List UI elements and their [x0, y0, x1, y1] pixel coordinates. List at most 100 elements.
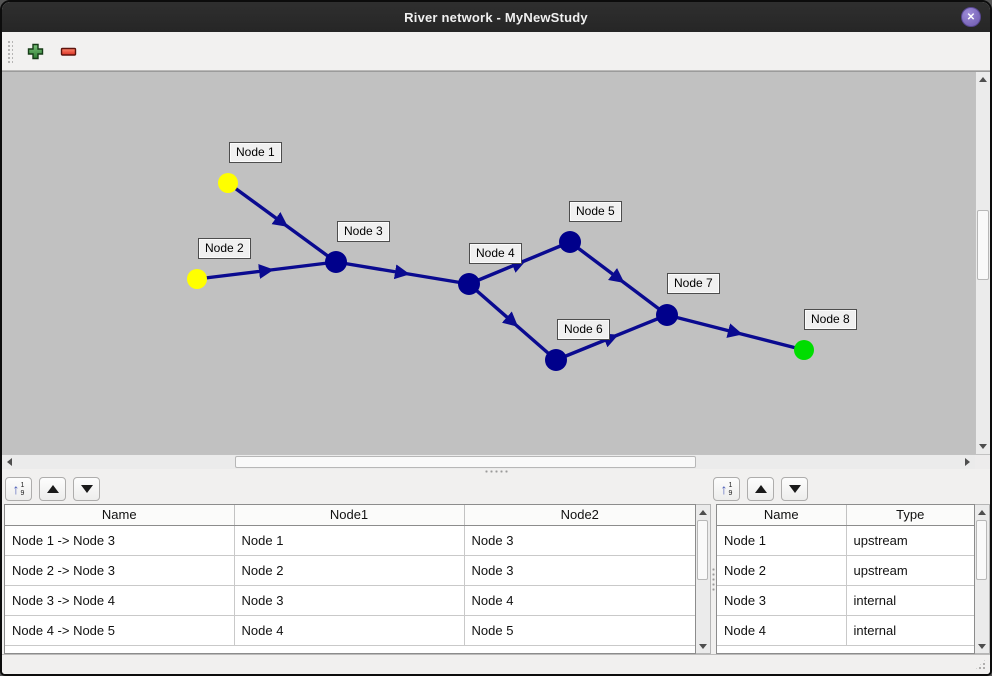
table-cell: internal: [846, 615, 974, 646]
main-toolbar: [2, 32, 990, 71]
table-cell: upstream: [846, 525, 974, 556]
column-header[interactable]: Node1: [234, 505, 465, 526]
window-title: River network - MyNewStudy: [404, 9, 588, 25]
node-label[interactable]: Node 4: [469, 243, 522, 264]
move-link-down-button[interactable]: [73, 477, 100, 501]
column-header[interactable]: Node2: [464, 505, 695, 526]
scroll-down-button[interactable]: [696, 640, 709, 652]
close-button[interactable]: ✕: [961, 7, 981, 27]
network-graph: [187, 173, 814, 371]
table-cell: Node 4: [717, 615, 847, 646]
title-bar: River network - MyNewStudy ✕: [2, 2, 990, 32]
vertical-scroll-thumb[interactable]: [977, 210, 989, 280]
resize-grip[interactable]: [974, 658, 987, 671]
vertical-splitter[interactable]: [711, 504, 716, 654]
plus-icon: [27, 43, 43, 59]
river-link[interactable]: [226, 181, 338, 264]
scrollbar-corner: [975, 454, 990, 469]
node-label[interactable]: Node 2: [198, 238, 251, 259]
scroll-down-button[interactable]: [976, 440, 989, 453]
table-cell: Node 2: [717, 555, 847, 586]
node-label[interactable]: Node 1: [229, 142, 282, 163]
river-link[interactable]: [467, 282, 558, 362]
node-circle-internal[interactable]: [545, 349, 567, 371]
canvas-hscroll-row: [2, 454, 990, 469]
down-arrow-icon: [788, 485, 801, 493]
scroll-left-button[interactable]: [3, 455, 16, 468]
scroll-up-button[interactable]: [976, 73, 989, 86]
scroll-right-button[interactable]: [961, 455, 974, 468]
river-link[interactable]: [568, 240, 669, 317]
column-header[interactable]: Name: [5, 505, 235, 526]
node-label[interactable]: Node 5: [569, 201, 622, 222]
horizontal-splitter[interactable]: [2, 469, 990, 474]
table-cell: Node 3: [234, 585, 465, 616]
scroll-up-button[interactable]: [975, 506, 988, 518]
table-cell: upstream: [846, 555, 974, 586]
node-circle-upstream[interactable]: [218, 173, 238, 193]
node-circle-downstream[interactable]: [794, 340, 814, 360]
table-cell: internal: [846, 585, 974, 616]
toolbar-drag-handle[interactable]: [6, 39, 13, 63]
splitter-dots: [712, 567, 715, 591]
add-node-button[interactable]: [22, 38, 48, 64]
links-scroll-thumb[interactable]: [697, 520, 708, 580]
up-arrow-icon: [754, 485, 767, 493]
river-link[interactable]: [666, 313, 805, 352]
river-link[interactable]: [196, 260, 337, 281]
node-circle-internal[interactable]: [559, 231, 581, 253]
table-cell: Node 2 -> Node 3: [5, 555, 235, 586]
node-label[interactable]: Node 8: [804, 309, 857, 330]
canvas-vertical-scrollbar[interactable]: [975, 72, 990, 454]
move-link-up-button[interactable]: [39, 477, 66, 501]
scroll-down-button[interactable]: [975, 640, 988, 652]
table-cell: Node 4: [464, 585, 695, 616]
node-label[interactable]: Node 3: [337, 221, 390, 242]
table-cell: Node 1: [234, 525, 465, 556]
scroll-up-button[interactable]: [696, 506, 709, 518]
river-link[interactable]: [555, 313, 668, 362]
nodes-scroll-thumb[interactable]: [976, 520, 987, 580]
table-cell: Node 1 -> Node 3: [5, 525, 235, 556]
network-canvas[interactable]: Node 1 Node 2 Node 3 Node 4 Node 5 Node 6 Node…: [2, 72, 975, 454]
node-circle-internal[interactable]: [458, 273, 480, 295]
node-circle-upstream[interactable]: [187, 269, 207, 289]
column-header[interactable]: Name: [717, 505, 847, 526]
move-node-down-button[interactable]: [781, 477, 808, 501]
canvas-horizontal-scrollbar[interactable]: [2, 454, 975, 469]
river-link[interactable]: [335, 260, 470, 286]
node-circle-internal[interactable]: [656, 304, 678, 326]
node-label[interactable]: Node 6: [557, 319, 610, 340]
links-table-scrollbar[interactable]: [696, 504, 711, 654]
node-circle-internal[interactable]: [325, 251, 347, 273]
table-cell: Node 5: [464, 615, 695, 646]
table-cell: Node 1: [717, 525, 847, 556]
move-node-up-button[interactable]: [747, 477, 774, 501]
minus-icon: [60, 47, 76, 56]
column-header[interactable]: Type: [846, 505, 974, 526]
nodes-table-scrollbar[interactable]: [975, 504, 990, 654]
node-label[interactable]: Node 7: [667, 273, 720, 294]
remove-node-button[interactable]: [55, 38, 81, 64]
horizontal-scroll-thumb[interactable]: [235, 456, 696, 468]
table-cell: Node 3: [464, 555, 695, 586]
